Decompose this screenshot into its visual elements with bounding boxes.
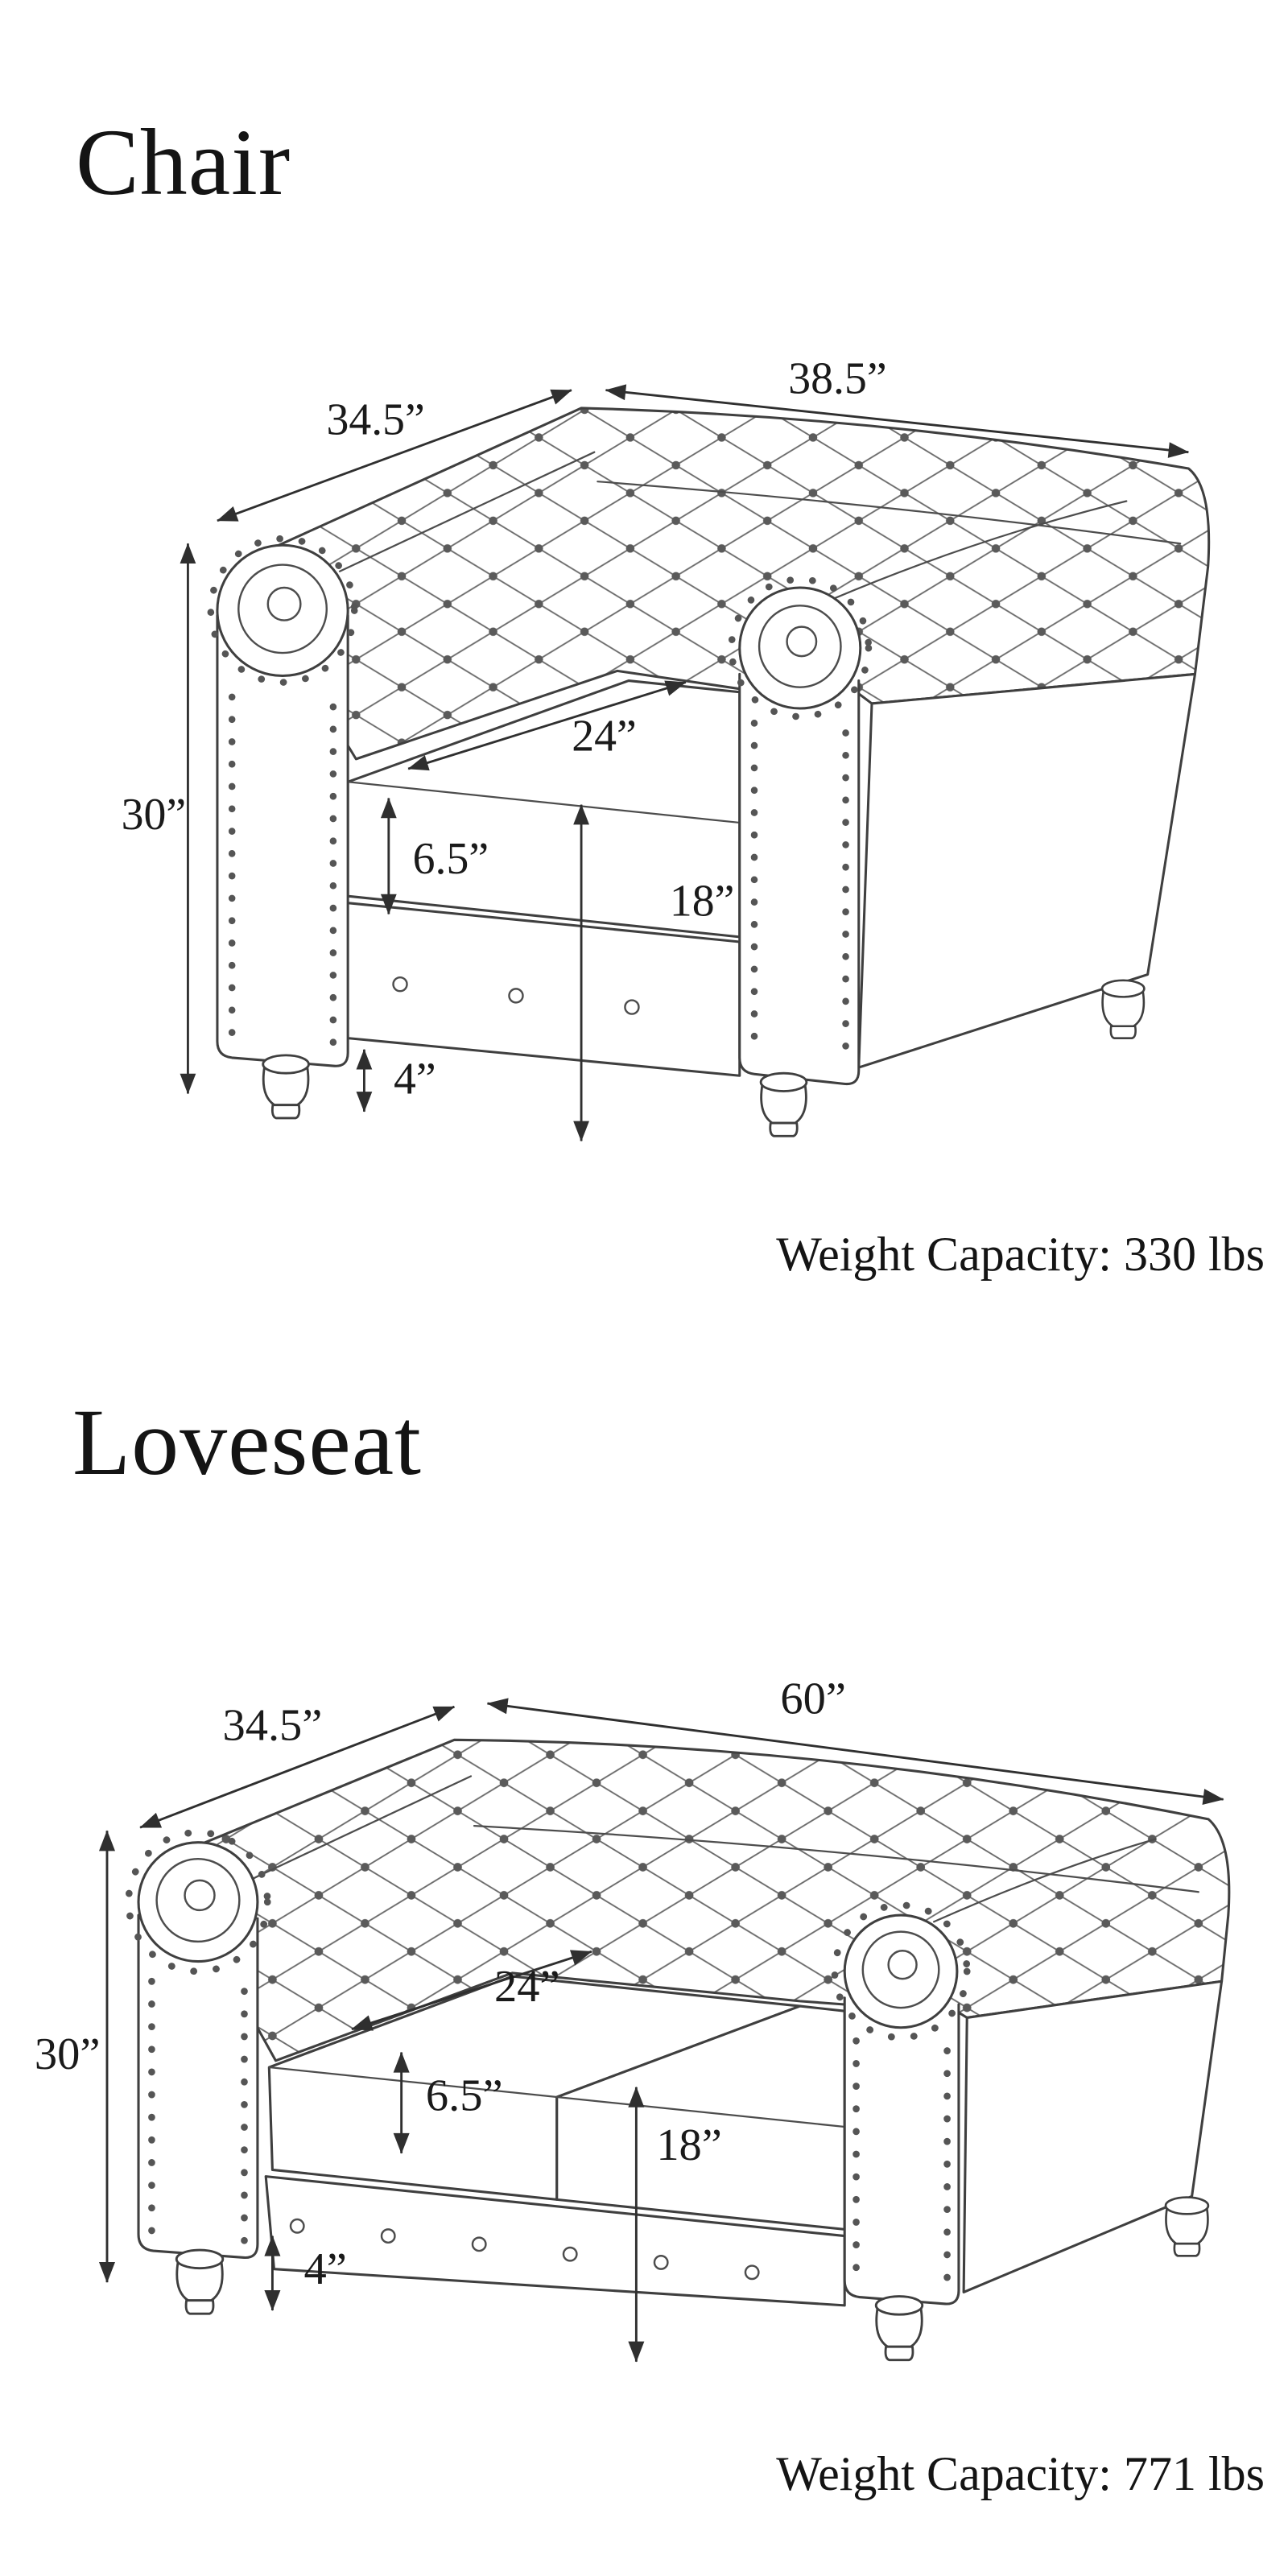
bun-foot: [1100, 979, 1146, 1039]
loveseat-depth-arrow: [139, 1705, 456, 1829]
chair-cushion-thickness-label: 6.5”: [413, 834, 489, 884]
chair-seat-height-label: 18”: [670, 877, 735, 927]
loveseat-seat-depth-label: 24”: [494, 1962, 560, 2012]
loveseat-back-roll-seam: [473, 1824, 1199, 1893]
loveseat-right-arm-cap: [831, 1901, 971, 2041]
bun-foot: [175, 2248, 225, 2315]
chair-width-label: 38.5”: [788, 354, 886, 404]
chair-depth-label: 34.5”: [326, 394, 424, 444]
loveseat-base-button: [562, 2246, 578, 2262]
chair-dimensions: 34.5” 38.5” 30” 24” 6.5” 18” 4”: [122, 354, 1190, 1142]
loveseat-left-cushion-seam: [268, 2066, 558, 2099]
bun-foot: [262, 1054, 310, 1120]
loveseat-right-arm-front-panel: [843, 1996, 960, 2306]
chair-seat-depth-arrow: [407, 680, 687, 771]
chair-width-arrow: [605, 384, 1190, 458]
loveseat-right-arm-roll-seam: [933, 1838, 1157, 1923]
chair-right-arm-cap: [728, 576, 873, 720]
chair-seat-depth-label: 24”: [572, 712, 637, 762]
loveseat-dimensions: 34.5” 60” 30” 24” 6.5” 18” 4”: [35, 1674, 1224, 2363]
loveseat-weight-capacity: Weight Capacity: 771 lbs: [776, 2447, 1265, 2500]
nailhead-ring: [831, 1901, 971, 2041]
chair-right-side-panel: [857, 672, 1196, 1069]
loveseat-seat-height-label: 18”: [656, 2120, 722, 2170]
loveseat-height-label: 30”: [35, 2029, 101, 2079]
loveseat-base-button: [471, 2236, 487, 2252]
nailhead-ring: [728, 576, 873, 720]
chair-right-arm-roll-seam: [832, 500, 1128, 601]
loveseat-left-arm-cap: [125, 1829, 271, 1975]
loveseat-title: Loveseat: [72, 1389, 422, 1496]
loveseat-drawing: [125, 1738, 1231, 2362]
loveseat-depth-label: 34.5”: [222, 1700, 322, 1750]
loveseat-leg-height-label: 4”: [303, 2244, 346, 2294]
chair-base-button: [392, 976, 408, 993]
chair-dimension-diagram: 34.5” 38.5” 30” 24” 6.5” 18” 4”: [122, 354, 1211, 1142]
loveseat-seat-depth-arrow: [351, 1950, 592, 2031]
loveseat-right-cushion-seam: [555, 2095, 846, 2128]
chair-base-button: [508, 988, 524, 1004]
chair-back-roll-seam: [597, 481, 1182, 545]
loveseat-dimension-diagram: 34.5” 60” 30” 24” 6.5” 18” 4”: [35, 1674, 1231, 2363]
loveseat-base-button: [744, 2264, 760, 2281]
chair-seat-cushion-seam: [347, 781, 741, 824]
chair-leg-height-label: 4”: [394, 1055, 436, 1104]
bun-foot: [1164, 2196, 1210, 2257]
chair-drawing: [207, 407, 1211, 1137]
nailhead-ring: [125, 1829, 271, 1975]
nailhead-ring: [207, 535, 358, 686]
chair-depth-arrow: [217, 389, 572, 522]
loveseat-base-button: [653, 2255, 669, 2270]
loveseat-width-label: 60”: [780, 1674, 846, 1724]
chair-height-label: 30”: [122, 790, 187, 840]
loveseat-left-arm-front-panel: [137, 1913, 259, 2260]
chair-title: Chair: [76, 109, 291, 216]
loveseat-width-arrow: [486, 1698, 1224, 1805]
bun-foot: [874, 2295, 924, 2362]
loveseat-cushion-thickness-label: 6.5”: [426, 2070, 503, 2120]
chair-weight-capacity: Weight Capacity: 330 lbs: [776, 1228, 1265, 1281]
bun-foot: [759, 1071, 808, 1137]
loveseat-base-button: [380, 2228, 396, 2244]
loveseat-right-side-panel: [962, 1979, 1224, 2293]
loveseat-base-button: [289, 2218, 305, 2234]
chair-left-arm-cap: [207, 535, 358, 686]
chair-base-button: [624, 999, 640, 1015]
